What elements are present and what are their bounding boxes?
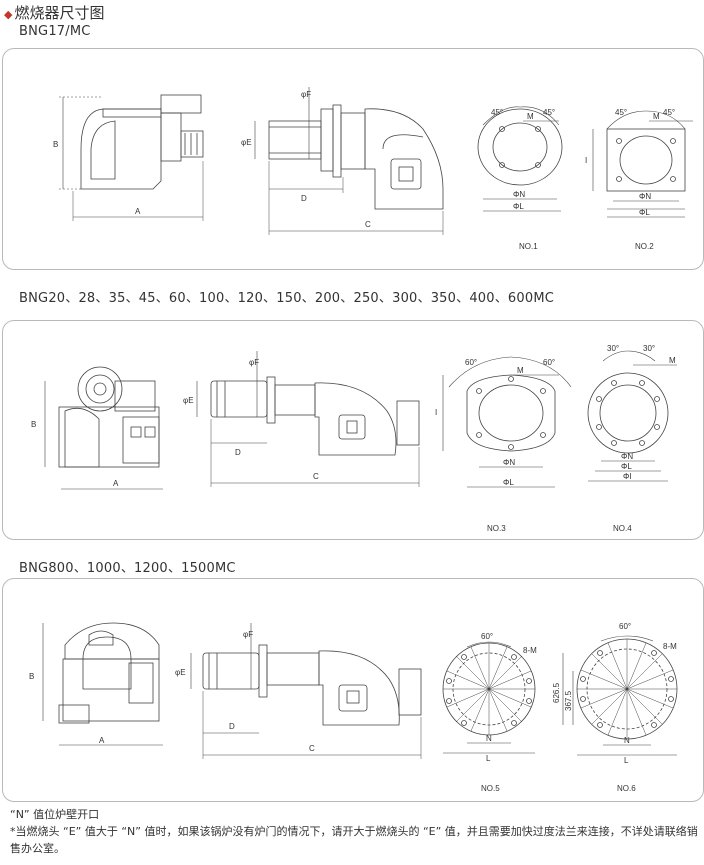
dim-label-b-3: B <box>29 672 34 681</box>
note-1: “N” 值位炉壁开口 <box>10 808 100 821</box>
flange-no1-l: ΦL <box>513 202 524 211</box>
burner-drawing-1: B A φE φF D C 45° 45° M ΦN ΦL NO. <box>53 87 693 251</box>
flange-no3-l: ΦL <box>503 478 514 487</box>
flange-no4-l: ΦL <box>621 462 632 471</box>
flange-no4-angle-right: 30° <box>643 344 655 353</box>
dim-label-a-1: A <box>135 207 141 216</box>
burner-side-view-2 <box>44 366 163 490</box>
flange-no2-angle-right: 45° <box>663 108 675 117</box>
burner-drawing-3: B A φE φF D C 60° <box>29 622 678 793</box>
flange-no2-angle-left: 45° <box>615 108 627 117</box>
dim-label-b-2: B <box>31 420 36 429</box>
flange-no1-angle-left: 45° <box>491 108 503 117</box>
flange-no6 <box>562 635 678 756</box>
model-label-1: BNG17/MC <box>19 24 91 39</box>
dim-label-c-2: C <box>313 472 319 481</box>
flange-no4-n: ΦN <box>621 452 633 461</box>
flange-no5-label: NO.5 <box>481 784 500 793</box>
model-label-3: BNG800、1000、1200、1500MC <box>19 561 236 576</box>
flange-no6-n: N <box>624 736 630 745</box>
dim-label-c-3: C <box>309 744 315 753</box>
flange-no1 <box>477 106 563 212</box>
flange-no5-l: L <box>486 754 491 763</box>
flange-no1-n: ΦN <box>513 190 525 199</box>
flange-no6-angle: 60° <box>619 622 631 631</box>
flange-no3-angle-left: 60° <box>465 358 477 367</box>
flange-no3-angle-right: 60° <box>543 358 555 367</box>
dim-label-f-1: φF <box>301 90 311 99</box>
dim-label-a-2: A <box>113 479 119 488</box>
dim-label-a-3: A <box>99 736 105 745</box>
flange-no4-m: M <box>669 356 676 365</box>
model-label-2: BNG20、28、35、45、60、100、120、150、200、250、30… <box>19 291 555 306</box>
flange-no6-label: NO.6 <box>617 784 636 793</box>
flange-no4-angle-left: 30° <box>607 344 619 353</box>
flange-no5-angle: 60° <box>481 632 493 641</box>
flange-no6-l: L <box>624 756 629 765</box>
flange-no3 <box>442 356 572 488</box>
flange-no4-i: ΦI <box>623 472 632 481</box>
dim-label-b-1: B <box>53 140 58 149</box>
dim-label-f-2: φF <box>249 358 259 367</box>
dim-label-e-3: φE <box>175 668 186 677</box>
flange-no6-dim1: 626.5 <box>552 682 561 703</box>
flange-no5-n: N <box>486 734 492 743</box>
bullet-icon: ◆ <box>4 8 13 21</box>
flange-no6-dim2: 367.5 <box>564 690 573 711</box>
flange-no4-label: NO.4 <box>613 524 632 533</box>
flange-no3-n: ΦN <box>503 458 515 467</box>
dim-label-c-1: C <box>365 220 371 229</box>
dim-label-d-1: D <box>301 194 307 203</box>
dimension-panel-1: B A φE φF D C 45° 45° M ΦN ΦL NO. <box>2 48 704 270</box>
flange-no2-m: M <box>653 112 660 121</box>
burner-side-view-1 <box>59 94 204 221</box>
flange-no2 <box>592 110 693 218</box>
flange-no1-label: NO.1 <box>519 242 538 251</box>
flange-no2-label: NO.2 <box>635 242 654 251</box>
flange-no2-n: ΦN <box>639 192 651 201</box>
flange-no3-i: I <box>435 408 437 417</box>
flange-no1-m: M <box>527 112 534 121</box>
burner-side-view-3 <box>42 622 163 746</box>
burner-front-view-1 <box>254 87 444 235</box>
dim-label-e-2: φE <box>183 396 194 405</box>
flange-no4 <box>587 350 677 482</box>
page-title: ◆燃烧器尺寸图 <box>4 4 105 22</box>
dim-label-f-3: φF <box>243 630 253 639</box>
dimension-panel-3: B A φE φF D C 60° <box>2 578 704 802</box>
flange-no3-label: NO.3 <box>487 524 506 533</box>
flange-no1-angle-right: 45° <box>543 108 555 117</box>
flange-no6-holes: 8-M <box>663 642 677 651</box>
flange-no2-i: I <box>585 156 587 165</box>
dim-label-e-1: φE <box>241 138 252 147</box>
dim-label-d-2: D <box>235 448 241 457</box>
burner-drawing-2: B A φE φF D C 60° 60° M I ΦN ΦL NO.3 <box>31 344 677 533</box>
flange-no3-m: M <box>517 366 524 375</box>
dim-label-d-3: D <box>229 722 235 731</box>
flange-no2-l: ΦL <box>639 208 650 217</box>
flange-no5 <box>442 641 536 754</box>
dimension-panel-2: B A φE φF D C 60° 60° M I ΦN ΦL NO.3 <box>2 320 704 540</box>
notes: “N” 值位炉壁开口 *当燃烧头 “E” 值大于 “N” 值时，如果该锅炉没有炉… <box>10 806 700 857</box>
note-2: *当燃烧头 “E” 值大于 “N” 值时，如果该锅炉没有炉门的情况下，请开大于燃… <box>10 825 698 855</box>
burner-front-view-3 <box>190 623 422 759</box>
burner-front-view-2 <box>196 351 420 487</box>
flange-no5-holes: 8-M <box>523 646 537 655</box>
